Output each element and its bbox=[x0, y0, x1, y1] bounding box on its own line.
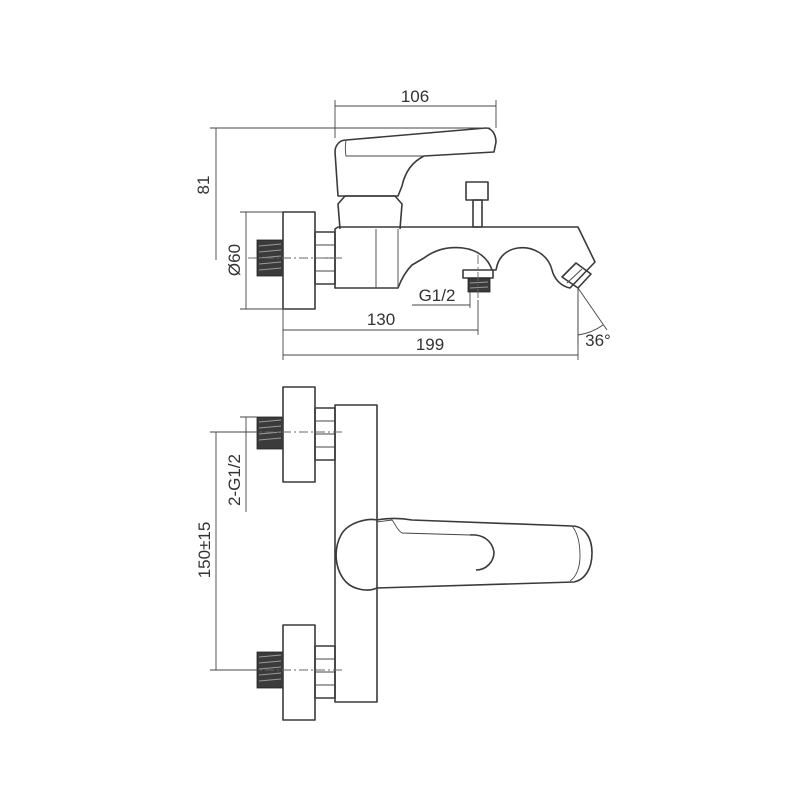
top-inlet-lower bbox=[256, 624, 336, 721]
side-lever-edge bbox=[344, 139, 424, 157]
side-spout-aerator bbox=[561, 262, 592, 289]
top-inlet-upper bbox=[256, 386, 336, 483]
side-view: 106 81 Ø60 G1/2 130 bbox=[194, 87, 611, 360]
top-body bbox=[334, 404, 378, 703]
side-escutcheon bbox=[282, 211, 316, 310]
dim-130-label: 130 bbox=[367, 310, 395, 329]
top-view: 2-G1/2 150±15 bbox=[195, 386, 593, 721]
top-lever-handle bbox=[335, 517, 593, 591]
dim-diameter-60: Ø60 bbox=[225, 211, 283, 310]
dim-81: 81 bbox=[194, 127, 490, 260]
dim-150-label: 150±15 bbox=[195, 522, 214, 579]
dim-g12-label: G1/2 bbox=[419, 286, 456, 305]
dim-106-label: 106 bbox=[401, 87, 429, 106]
dim-81-label: 81 bbox=[194, 176, 213, 195]
dim-diameter-label: Ø60 bbox=[225, 244, 244, 276]
dim-2-g12-label: 2-G1/2 bbox=[225, 454, 244, 506]
dim-angle-label: 36° bbox=[585, 331, 611, 350]
side-cartridge-housing bbox=[337, 195, 403, 230]
side-diverter-knob bbox=[465, 181, 489, 228]
dim-199-label: 199 bbox=[416, 335, 444, 354]
dim-2-g12: 2-G1/2 bbox=[225, 416, 257, 512]
dim-angle-36: 36° bbox=[577, 287, 611, 350]
dim-106: 106 bbox=[334, 87, 497, 138]
dim-150: 150±15 bbox=[195, 431, 258, 671]
side-shower-outlet-thread bbox=[462, 269, 494, 293]
side-lever-handle bbox=[334, 127, 497, 197]
side-body-spout bbox=[334, 226, 596, 289]
dim-g12: G1/2 bbox=[412, 286, 471, 308]
dim-130: 130 bbox=[282, 300, 479, 360]
